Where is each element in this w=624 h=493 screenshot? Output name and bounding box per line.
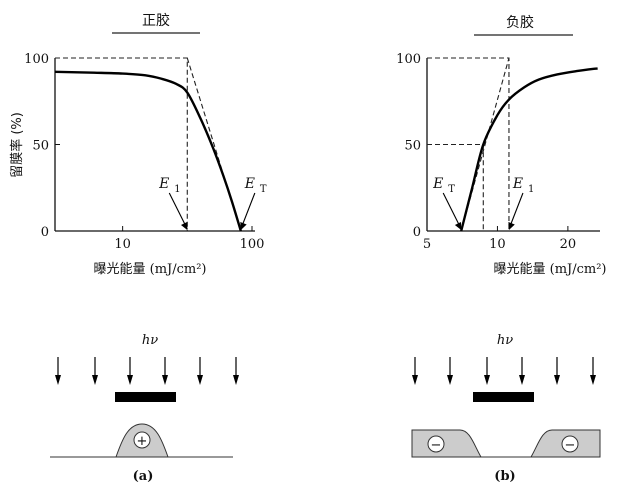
dashed-guide [55,57,242,232]
x-tick-label: 10 [114,237,131,252]
annotation-subscript: 1 [174,184,180,195]
minus-circle-icon [427,435,445,453]
data-curve [54,70,242,232]
annotation-subscript: T [260,184,267,195]
annotation-ET: E [244,176,255,192]
annotation-arrow [240,192,256,230]
annotation-subscript: T [448,184,455,195]
y-tick-label: 100 [24,52,49,67]
plus-symbol: + [137,434,148,449]
arrowhead-icon [92,375,98,385]
annotation-E1: E [512,176,523,192]
x-tick-label: 20 [560,237,577,252]
light-label: hν [497,333,513,348]
arrowhead-icon [55,375,61,385]
arrowhead-icon [554,375,560,385]
annotation-subscript: 1 [528,184,534,195]
arrowhead-icon [197,375,203,385]
negative-x-axis-label: 曝光能量 (mJ/cm²) [493,262,606,277]
arrowhead-icon [162,375,168,385]
positive-resist-diagram: hν + (a) [50,333,239,484]
plus-circle-icon [133,431,151,449]
y-axis-label: 留膜率 (%) [9,112,25,178]
arrowhead-icon [180,222,188,230]
y-tick-label: 0 [413,225,421,240]
minus-symbol: − [565,438,576,453]
annotation-ET: E [432,176,443,192]
arrowhead-icon [240,222,247,230]
light-label: hν [142,333,158,348]
y-tick-label: 50 [32,139,49,154]
positive-title: 正胶 [142,12,170,29]
x-tick-label: 100 [240,237,265,252]
x-tick-label: 10 [489,237,506,252]
arrowhead-icon [590,375,596,385]
negative-title: 负胶 [506,14,534,31]
caption-a: (a) [133,469,154,484]
arrowhead-icon [519,375,525,385]
annotation-arrow [508,192,524,230]
y-tick-label: 50 [404,139,421,154]
minus-symbol: − [431,438,442,453]
resist-block-left [411,429,482,458]
arrowhead-icon [484,375,490,385]
annotation-E1: E [158,176,169,192]
x-tick-label: 5 [423,237,431,252]
annotation-arrow [442,192,462,230]
mask [473,392,534,402]
arrowhead-icon [508,222,515,230]
mask [115,392,176,402]
y-tick-label: 0 [41,225,49,240]
y-tick-label: 100 [396,52,421,67]
positive-x-axis-label: 曝光能量 (mJ/cm²) [93,262,206,277]
arrowhead-icon [412,375,418,385]
minus-circle-icon [561,435,579,453]
negative-resist-diagram: hν − − (b) [411,333,601,484]
annotation-arrow [168,192,188,230]
arrowhead-icon [127,375,133,385]
data-curve [460,67,598,232]
arrowhead-icon [447,375,453,385]
arrowhead-icon [454,222,462,230]
caption-b: (b) [494,469,515,484]
arrowhead-icon [233,375,239,385]
